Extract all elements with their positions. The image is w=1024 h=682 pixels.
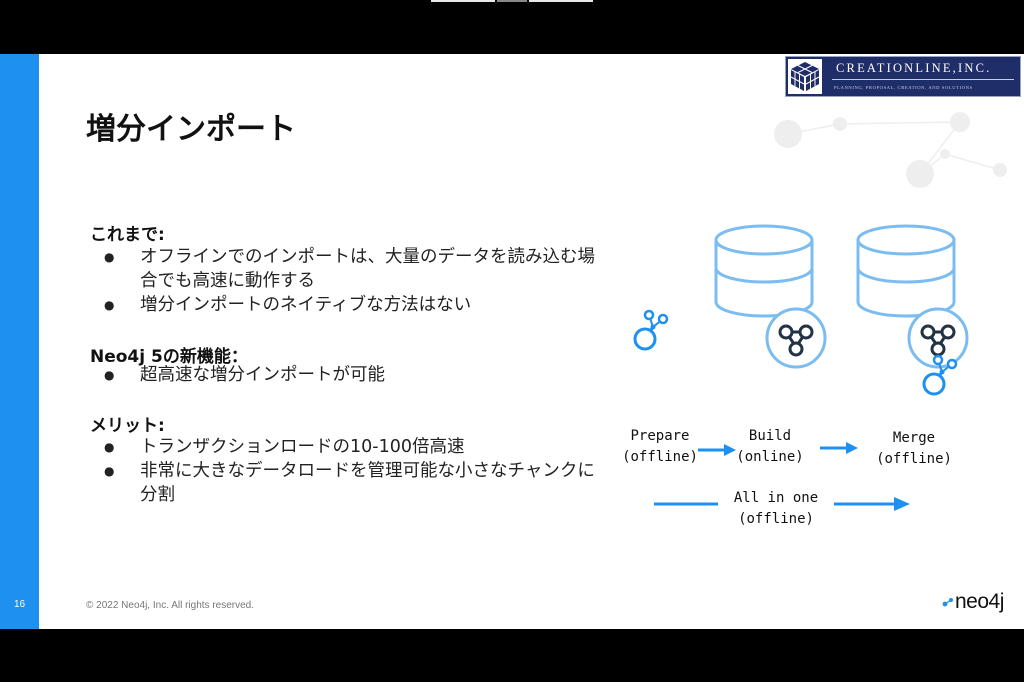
bullet-item: トランザクションロードの10-100倍高速: [100, 435, 600, 459]
bullet-list-before: オフラインでのインポートは、大量のデータを読み込む場合でも高速に動作する 増分イ…: [100, 245, 600, 317]
slide-accent-strip: [0, 54, 39, 629]
top-tab-marker: [529, 0, 593, 2]
step-all-in-one: All in one (offline): [733, 490, 819, 527]
database-icon: [714, 224, 827, 369]
neo4j-logo-icon: [942, 598, 953, 607]
mini-graph-icon: [633, 309, 669, 351]
pipeline-arrows: [654, 442, 910, 511]
neo4j-logo: neo4j: [942, 590, 1004, 614]
database-graph-diagram: [633, 224, 969, 396]
section-heading-benefits: メリット:: [90, 416, 165, 436]
arrowhead-icon: [846, 442, 858, 454]
step-merge: Merge (offline): [876, 430, 952, 467]
step-build: Build (online): [736, 428, 804, 465]
background-network-decoration: [774, 112, 1007, 188]
copyright-text: © 2022 Neo4j, Inc. All rights reserved.: [86, 600, 255, 611]
creationline-logo: CREATIONLINE,INC. PLANNING, PROPOSAL, CR…: [785, 56, 1021, 97]
presentation-slide: 16 増分インポート これまで: オフラインでのインポートは、大量のデータを読み…: [0, 54, 1024, 629]
logo-divider: [832, 79, 1014, 80]
bullet-item: オフラインでのインポートは、大量のデータを読み込む場合でも高速に動作する: [100, 245, 600, 293]
page-number: 16: [13, 599, 26, 610]
logo-cube-icon: [788, 59, 822, 94]
top-tab-marker: [431, 0, 495, 2]
bullet-list-benefits: トランザクションロードの10-100倍高速 非常に大きなデータロードを管理可能な…: [100, 435, 600, 507]
section-heading-new-features: Neo4j 5の新機能：: [90, 347, 248, 367]
slide-title: 増分インポート: [86, 112, 296, 147]
top-tab-marker: [497, 0, 527, 2]
bullet-item: 超高速な増分インポートが可能: [100, 363, 600, 387]
company-name: CREATIONLINE,INC.: [836, 61, 992, 75]
bottom-letterbox: [0, 629, 1024, 682]
step-prepare: Prepare (offline): [622, 428, 698, 465]
top-letterbox: [0, 0, 1024, 54]
section-heading-before: これまで:: [90, 225, 165, 245]
arrowhead-icon: [894, 497, 910, 511]
bullet-list-new-features: 超高速な増分インポートが可能: [100, 363, 600, 387]
arrowhead-icon: [724, 444, 736, 456]
bullet-item: 非常に大きなデータロードを管理可能な小さなチャンクに分割: [100, 459, 600, 507]
bullet-item: 増分インポートのネイティブな方法はない: [100, 293, 600, 317]
company-tagline: PLANNING, PROPOSAL, CREATION, AND SOLUTI…: [834, 85, 973, 90]
database-icon: [856, 224, 969, 396]
